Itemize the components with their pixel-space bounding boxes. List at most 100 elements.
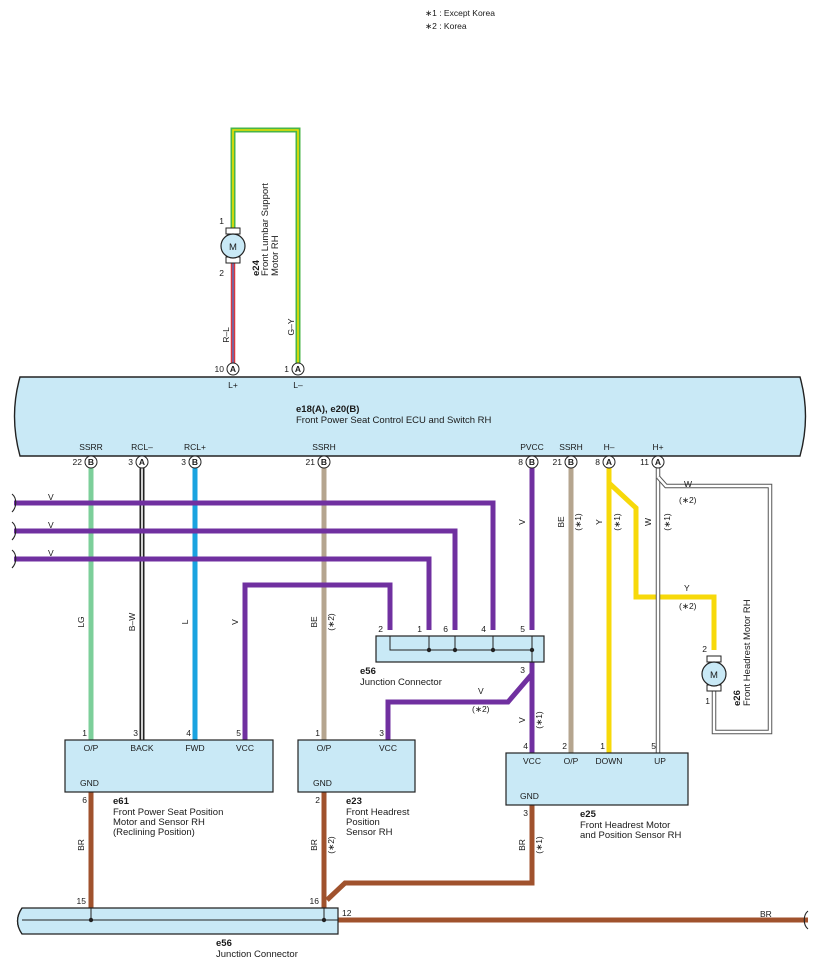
label-note1-be: (∗1) bbox=[573, 513, 583, 531]
e56-top-code: e56 bbox=[360, 666, 376, 677]
label-note1-v: (∗1) bbox=[534, 711, 544, 729]
label-br-e61: BR bbox=[76, 839, 86, 851]
e61-pin-op-label: O/P bbox=[84, 743, 99, 753]
bus-line-3 bbox=[14, 556, 432, 630]
ecu-pin-pvcc: PVCC B 8 bbox=[518, 442, 544, 469]
lumbar-name-1: Front Lumbar Support bbox=[260, 183, 271, 276]
e23-gnd-num: 2 bbox=[315, 795, 320, 805]
e56-pin-4: 4 bbox=[481, 624, 486, 634]
label-w: W bbox=[643, 518, 653, 526]
e61-pin-fwd-num: 4 bbox=[186, 728, 191, 738]
label-v-e61: V bbox=[230, 619, 240, 625]
pin-circle bbox=[525, 455, 539, 469]
lumbar-wires bbox=[230, 127, 301, 368]
ecu-top-pin-l-plus-conn: A bbox=[230, 364, 236, 374]
e56-pin-3: 3 bbox=[520, 665, 525, 675]
pin-conn: B bbox=[529, 457, 535, 467]
wire-vcc-e61 bbox=[242, 582, 393, 740]
ecu-top-pin-l-minus-num: 1 bbox=[284, 364, 289, 374]
motor-symbol: M bbox=[710, 670, 718, 681]
wire-gnd-e25 bbox=[325, 805, 535, 902]
e25-pin-up-label: UP bbox=[654, 756, 666, 766]
e61-code: e61 bbox=[113, 796, 130, 807]
pin-label: SSRH bbox=[559, 442, 583, 452]
junction-e56-top: 2 1 6 4 5 3 e56 Junction Connector bbox=[360, 624, 545, 688]
ecu-name: Front Power Seat Control ECU and Switch … bbox=[296, 415, 491, 426]
e61-gnd-label: GND bbox=[80, 778, 99, 788]
bus-label-3: V bbox=[48, 548, 54, 558]
e61-name-3: (Reclining Position) bbox=[113, 827, 195, 838]
ecu-top-pin-l-plus bbox=[226, 362, 240, 376]
bus-label-2: V bbox=[48, 520, 54, 530]
ecu-top-pin-l-minus-label: L– bbox=[293, 380, 303, 390]
label-v-e25: V bbox=[517, 717, 527, 723]
label-note2-w: (∗2) bbox=[679, 495, 697, 505]
pin-circle bbox=[188, 455, 202, 469]
e56-bottom-node bbox=[321, 917, 327, 923]
label-note2-br: (∗2) bbox=[326, 836, 336, 854]
pin-conn: B bbox=[88, 457, 94, 467]
e25-body bbox=[505, 752, 689, 806]
ecu-pin-h-minus: H– A 8 bbox=[595, 442, 616, 469]
pin-label: RCL– bbox=[131, 442, 153, 452]
ecu-pin-ssrr: SSRR B 22 bbox=[73, 442, 103, 469]
e61-name-1: Front Power Seat Position bbox=[113, 807, 223, 818]
e25-pin-up-num: 5 bbox=[651, 741, 656, 751]
pin-label: RCL+ bbox=[184, 442, 206, 452]
label-y-korea: Y bbox=[684, 583, 690, 593]
headrest-code: e26 bbox=[732, 690, 743, 706]
pin-conn: A bbox=[606, 457, 612, 467]
e61-pin-fwd-label: FWD bbox=[185, 743, 204, 753]
pin-num: 11 bbox=[640, 457, 649, 467]
label-lg: LG bbox=[76, 616, 86, 627]
e56-top-node bbox=[452, 647, 458, 653]
pin-circle bbox=[135, 455, 149, 469]
label-y: Y bbox=[594, 519, 604, 525]
e56-bottom-pin-16: 16 bbox=[310, 896, 320, 906]
e61-gnd-num: 6 bbox=[82, 795, 87, 805]
pin-num: 21 bbox=[553, 457, 563, 467]
pin-circle bbox=[84, 455, 98, 469]
component-e23: O/P VCC 1 3 GND 2 e23 Front Headrest Pos… bbox=[297, 728, 416, 838]
ecu-pin-rcl-plus: RCL+ B 3 bbox=[181, 442, 206, 469]
label-be-e23: BE bbox=[309, 616, 319, 628]
e61-pin-vcc-num: 5 bbox=[236, 728, 241, 738]
bus-line-2 bbox=[14, 528, 458, 630]
e56-top-internal bbox=[389, 636, 533, 662]
label-note2-e56: (∗2) bbox=[472, 704, 490, 714]
pin-label: SSRR bbox=[79, 442, 103, 452]
label-note2-e23: (∗2) bbox=[326, 613, 336, 631]
e25-name-2: and Position Sensor RH bbox=[580, 830, 682, 841]
label-l: L bbox=[180, 619, 190, 624]
note-korea: ∗2 : Korea bbox=[425, 21, 467, 31]
pin-num: 3 bbox=[181, 457, 186, 467]
label-v-e56: V bbox=[478, 686, 484, 696]
e23-pin-op-num: 1 bbox=[315, 728, 320, 738]
label-br-e23: BR bbox=[309, 839, 319, 851]
e23-pin-vcc-label: VCC bbox=[379, 743, 397, 753]
motor-cap-top bbox=[225, 227, 241, 235]
e25-pin-down-label: DOWN bbox=[596, 756, 623, 766]
bus-line-1 bbox=[14, 500, 496, 630]
label-br-out: BR bbox=[760, 909, 772, 919]
e56-bottom-body bbox=[16, 907, 339, 935]
wire-h-minus-korea bbox=[607, 481, 717, 650]
headrest-pin2: 2 bbox=[702, 644, 707, 654]
e56-pin-1: 1 bbox=[417, 624, 422, 634]
e56-top-node bbox=[426, 647, 432, 653]
motor-body bbox=[701, 661, 727, 687]
label-note2-y: (∗2) bbox=[679, 601, 697, 611]
e56-pin-6: 6 bbox=[443, 624, 448, 634]
ecu-top-pin-l-plus-label: L+ bbox=[228, 380, 238, 390]
label-w-korea: W bbox=[684, 479, 692, 489]
e23-body bbox=[297, 739, 416, 793]
junction-e56-bottom: 15 16 12 e56 Junction Connector bbox=[16, 896, 352, 960]
ecu-top-pin-l-minus-conn: A bbox=[295, 364, 301, 374]
e25-code: e25 bbox=[580, 809, 597, 820]
label-note1-br: (∗1) bbox=[534, 836, 544, 854]
e56-top-body bbox=[375, 635, 545, 663]
e56-pin-2: 2 bbox=[378, 624, 383, 634]
lumbar-name-2: Motor RH bbox=[270, 235, 281, 276]
label-note1-y: (∗1) bbox=[612, 513, 622, 531]
